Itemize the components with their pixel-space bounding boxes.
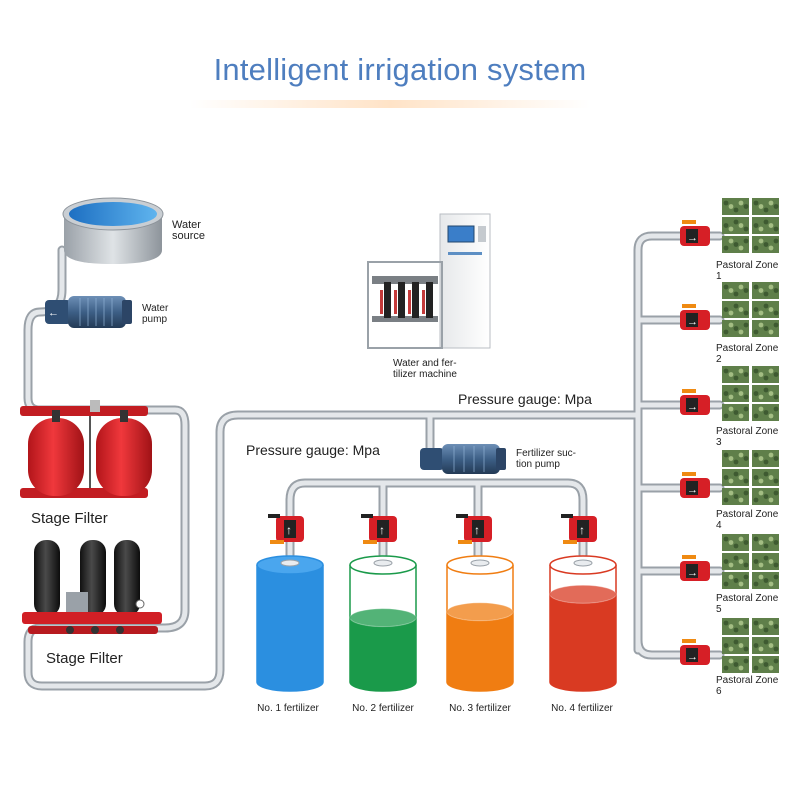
water-pump-label: Water pump — [142, 303, 168, 325]
svg-text:→: → — [687, 316, 698, 328]
zone-plants-2 — [722, 282, 779, 337]
diagram-title: Intelligent irrigation system — [213, 52, 587, 87]
svg-text:→: → — [687, 401, 698, 413]
svg-text:↑: ↑ — [579, 523, 585, 537]
zone-valves: → → → → → → — [680, 220, 710, 665]
zone-valve-4: → — [680, 472, 710, 498]
zone-plants-3 — [722, 366, 779, 421]
fertilizer-machine — [367, 213, 491, 349]
red-stage-filter — [20, 400, 152, 498]
fertilizer-level-3 — [447, 611, 513, 691]
zone-valve-1: → — [680, 220, 710, 246]
tank-valves: ↑ ↑ ↑ ↑ — [268, 514, 597, 544]
zone-valve-5: → — [680, 555, 710, 581]
svg-text:→: → — [687, 484, 698, 496]
zone-valve-2: → — [680, 304, 710, 330]
zone-label-2-number: 2 — [716, 354, 722, 365]
water-pump: ← — [45, 296, 132, 328]
fertilizer-pump-label-line2: tion pump — [516, 459, 560, 470]
tank-label-3: No. 3 fertilizer — [449, 703, 511, 714]
water-source-label: Water source — [172, 220, 205, 242]
title-underline — [190, 100, 590, 108]
tank-label-2: No. 2 fertilizer — [352, 703, 414, 714]
zone-valve-3: → — [680, 389, 710, 415]
zone-label-1-number: 1 — [716, 271, 722, 282]
svg-text:↑: ↑ — [474, 523, 480, 537]
pressure-gauge-label-left: Pressure gauge: Mpa — [246, 442, 380, 458]
machine-label-line1: Water and fer- — [393, 358, 457, 369]
water-pump-label-line1: Water — [142, 303, 169, 314]
pastoral-zone-plants — [722, 198, 779, 673]
fertilizer-tank-1 — [256, 555, 324, 692]
svg-text:→: → — [687, 567, 698, 579]
zone-label-4-number: 4 — [716, 520, 722, 531]
fertilizer-level-4 — [550, 594, 616, 691]
fertilizer-level-1 — [257, 565, 323, 691]
machine-label-line2: tilizer machine — [393, 369, 457, 380]
zone-label-4-name: Pastoral Zone — [716, 509, 779, 520]
svg-text:→: → — [687, 651, 698, 663]
tank-label-4: No. 4 fertilizer — [551, 703, 613, 714]
water-source-label-line1: Water — [172, 219, 201, 231]
svg-text:↑: ↑ — [379, 523, 385, 537]
water-source-pool — [62, 197, 164, 264]
zone-plants-1 — [722, 198, 779, 253]
fertilizer-pump-label: Fertilizer suc- tion pump — [516, 448, 576, 470]
fertilizer-level-2 — [350, 617, 416, 691]
zone-label-5-name: Pastoral Zone — [716, 593, 779, 604]
fertilizer-pump-label-line1: Fertilizer suc- — [516, 448, 577, 459]
pressure-gauge-label-right: Pressure gauge: Mpa — [458, 391, 592, 407]
stage-filter-label-1: Stage Filter — [31, 510, 108, 527]
water-source-label-line2: source — [172, 230, 206, 242]
zone-plants-5 — [722, 534, 779, 589]
zone-label-1-name: Pastoral Zone — [716, 260, 779, 271]
fertilizer-suction-pump — [420, 444, 506, 474]
zone-label-3-number: 3 — [716, 437, 722, 448]
svg-text:↑: ↑ — [286, 523, 292, 537]
fertilizer-tank-2 — [349, 555, 417, 692]
tank-label-1: No. 1 fertilizer — [257, 703, 319, 714]
fertilizer-tank-3 — [446, 555, 514, 692]
zone-plants-4 — [722, 450, 779, 505]
tank-valve-4: ↑ — [561, 514, 597, 544]
zone-label-2-name: Pastoral Zone — [716, 343, 779, 354]
tank-valve-1: ↑ — [268, 514, 304, 544]
zone-label-6-number: 6 — [716, 686, 722, 697]
zone-plants-6 — [722, 618, 779, 673]
svg-text:→: → — [687, 232, 698, 244]
zone-label-5-number: 5 — [716, 604, 722, 615]
fertilizer-tank-4 — [549, 555, 617, 692]
stage-filter-label-2: Stage Filter — [46, 650, 123, 667]
disc-stage-filter — [22, 540, 162, 634]
zone-valve-6: → — [680, 639, 710, 665]
zone-label-3-name: Pastoral Zone — [716, 426, 779, 437]
zone-label-6-name: Pastoral Zone — [716, 675, 779, 686]
tank-valve-2: ↑ — [361, 514, 397, 544]
tank-valve-3: ↑ — [456, 514, 492, 544]
svg-text:←: ← — [48, 307, 59, 319]
machine-label: Water and fer- tilizer machine — [393, 358, 457, 380]
fertilizer-tanks — [256, 555, 617, 692]
water-pump-label-line2: pump — [142, 314, 168, 325]
